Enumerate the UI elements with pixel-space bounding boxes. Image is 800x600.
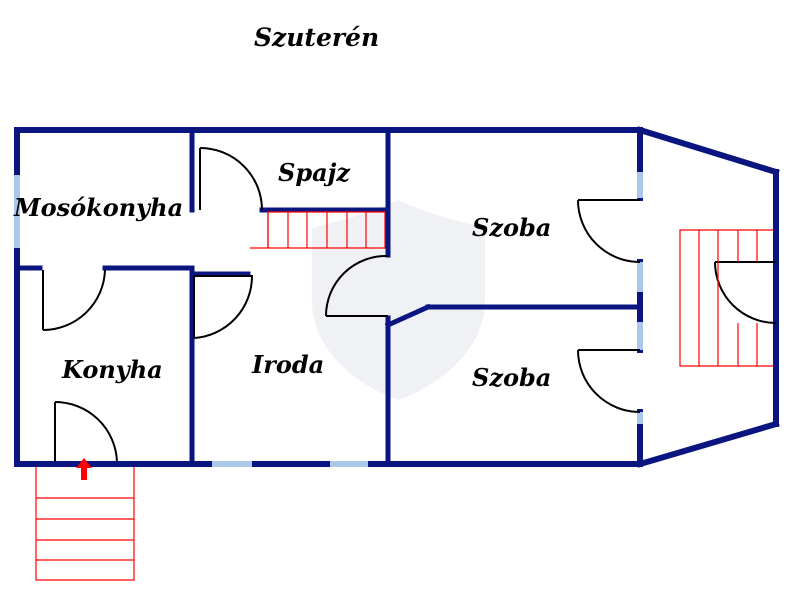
house-shield-icon bbox=[312, 200, 485, 400]
stairs-spajz bbox=[250, 211, 386, 249]
stairs-entrance bbox=[35, 467, 135, 581]
room-label-moso: Mosókonyha bbox=[13, 193, 183, 222]
room-label-spajz: Spajz bbox=[278, 158, 351, 187]
floor-title: Szuterén bbox=[254, 23, 379, 52]
room-label-iroda: Iroda bbox=[251, 350, 324, 379]
stairs-wing bbox=[679, 229, 773, 367]
arrow-up-icon bbox=[76, 458, 92, 480]
windows bbox=[14, 172, 643, 467]
room-label-konyha: Konyha bbox=[61, 355, 163, 384]
room-label-szoba-lower: Szoba bbox=[472, 363, 551, 392]
doors bbox=[42, 147, 777, 463]
room-label-szoba-upper: Szoba bbox=[472, 213, 551, 242]
